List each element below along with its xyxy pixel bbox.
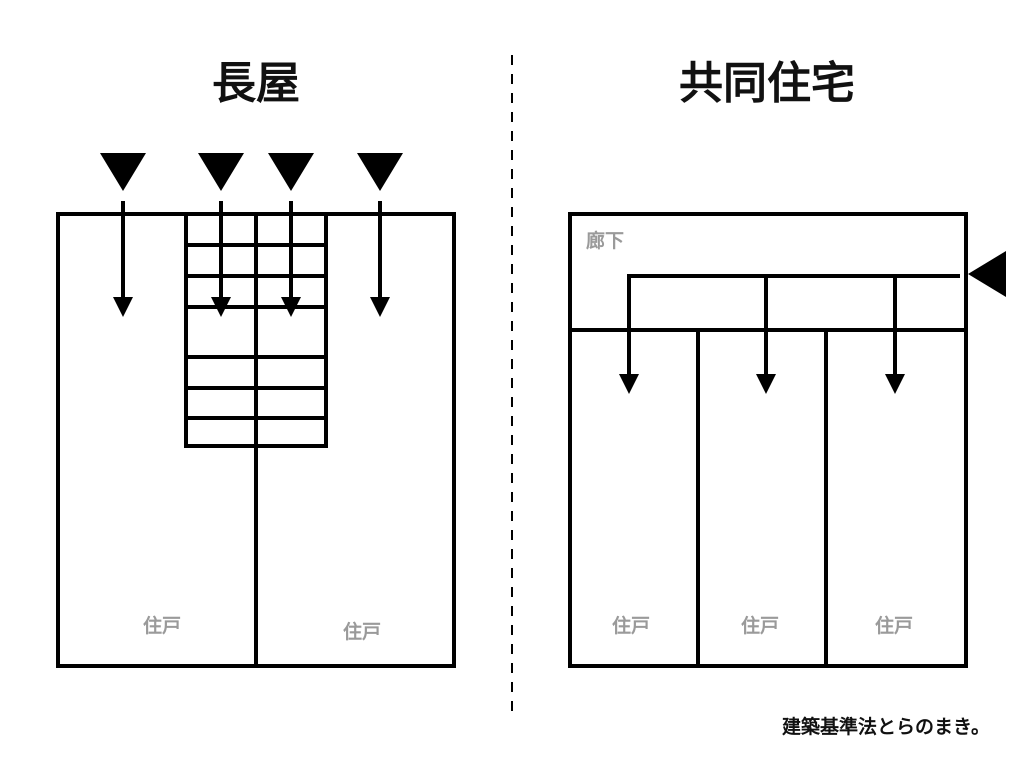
unit-branch-arrow-2	[756, 276, 776, 394]
right-unit-label-2: 住戸	[741, 614, 779, 637]
stair-treads	[186, 243, 326, 420]
left-unit-label-1: 住戸	[143, 614, 181, 637]
right-unit-label-1: 住戸	[612, 614, 650, 637]
apartment-outline	[568, 212, 968, 668]
left-unit-label-2: 住戸	[343, 620, 381, 643]
unit-branch-arrow-1	[619, 274, 639, 394]
row-house-diagram: 住戸 住戸	[56, 153, 456, 668]
entry-arrow-2	[198, 153, 244, 317]
left-title: 長屋	[212, 58, 300, 109]
entry-arrow-3	[268, 153, 314, 317]
unit-branch-arrow-3	[885, 276, 905, 394]
corridor-label: 廊下	[586, 229, 624, 252]
right-unit-label-3: 住戸	[875, 614, 913, 637]
entry-arrow-1	[100, 153, 146, 317]
corridor-entry-arrow	[629, 251, 1006, 297]
apartment-diagram: 廊下 住戸 住戸 住戸	[568, 212, 1006, 668]
right-title: 共同住宅	[679, 58, 855, 109]
credit-text: 建築基準法とらのまき。	[782, 715, 990, 738]
entry-arrow-4	[357, 153, 403, 317]
